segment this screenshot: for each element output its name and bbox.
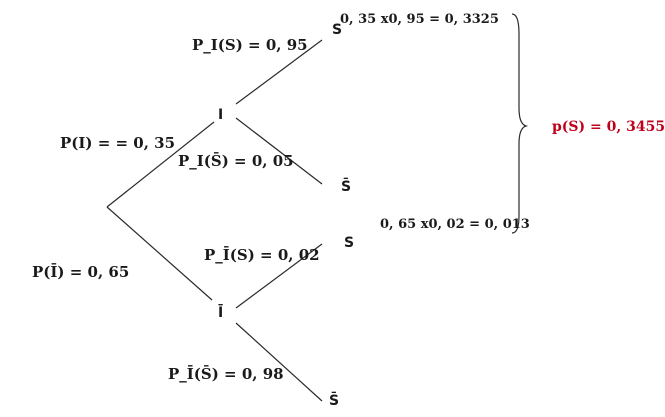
label-pi-s: P_I(S) = 0, 95 — [192, 36, 308, 54]
branch-root-to-i — [106, 121, 215, 208]
branch-ibar-to-s — [235, 243, 323, 309]
product-bottom: 0, 65 x0, 02 = 0, 013 — [380, 217, 530, 232]
node-i: I — [218, 107, 224, 123]
branch-ibar-to-sbar — [235, 322, 323, 402]
node-ibar: Ī — [218, 305, 224, 321]
branch-root-to-ibar — [106, 206, 213, 301]
label-pi-sbar: P_I(S̄) = 0, 05 — [178, 152, 294, 170]
node-sbar-top: S̄ — [341, 179, 352, 195]
label-p-i: P(I) = = 0, 35 — [60, 134, 176, 152]
node-s-bottom: S — [344, 235, 355, 251]
branch-i-to-sbar — [235, 117, 323, 185]
result-p-s: p(S) = 0, 3455 — [552, 119, 665, 135]
branch-i-to-s — [235, 39, 323, 105]
node-s-top: S — [332, 22, 343, 38]
label-pibar-sbar: P_Ī(S̄) = 0, 98 — [168, 365, 284, 383]
product-top: 0, 35 x0, 95 = 0, 3325 — [340, 12, 499, 27]
label-p-ibar: P(Ī) = 0, 65 — [32, 263, 130, 281]
node-sbar-bottom: S̄ — [329, 393, 340, 409]
curly-brace — [511, 13, 529, 234]
label-pibar-s: P_Ī(S) = 0, 02 — [204, 246, 320, 264]
